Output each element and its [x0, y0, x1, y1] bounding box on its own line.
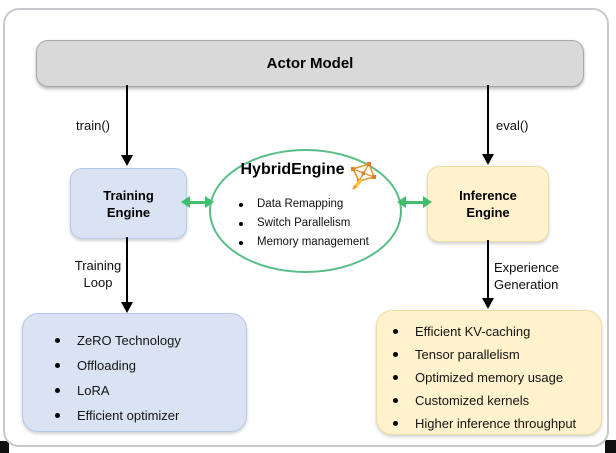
training-feature-list: ZeRO Technology Offloading LoRA Efficien…	[51, 328, 236, 428]
training-feature-item: LoRA	[51, 378, 236, 403]
actor-model-box: Actor Model	[36, 40, 584, 87]
train-arrow-head	[121, 155, 133, 166]
hybrid-engine-feature-list: Data Remapping Switch Parallelism Memory…	[211, 195, 400, 252]
eval-edge-label: eval()	[496, 118, 529, 133]
inference-feature-item: Higher inference throughput	[389, 412, 595, 435]
background-corner-bottom-right	[605, 440, 616, 453]
sync-arrow-right	[397, 196, 432, 208]
training-loop-label-line2: Loop	[83, 275, 113, 290]
training-feature-item: ZeRO Technology	[51, 328, 236, 353]
train-arrow-line	[126, 85, 128, 155]
inference-feature-item: Tensor parallelism	[389, 343, 595, 366]
training-engine-label-line2: Engine	[106, 204, 151, 220]
eval-arrow-line	[487, 85, 489, 154]
inference-feature-item: Customized kernels	[389, 389, 595, 412]
hybrid-engine-title-row: HybridEngine	[217, 161, 400, 191]
hybrid-engine-ellipse: HybridEngine Data	[209, 149, 402, 273]
training-features-box: ZeRO Technology Offloading LoRA Efficien…	[22, 313, 247, 432]
training-loop-arrow-head	[121, 302, 133, 313]
hybrid-feature-item: Memory management	[237, 233, 400, 252]
experience-label-line1: Experience	[494, 260, 560, 275]
training-loop-label-line1: Training	[74, 258, 122, 273]
hybrid-feature-item: Data Remapping	[237, 195, 400, 214]
inference-engine-box: Inference Engine	[427, 166, 549, 242]
background-corner-bottom-left	[0, 441, 9, 453]
inference-features-box: Efficient KV-caching Tensor parallelism …	[376, 310, 602, 435]
training-feature-item: Efficient optimizer	[51, 403, 236, 428]
training-loop-arrow-line	[126, 237, 128, 302]
inference-feature-item: Efficient KV-caching	[389, 320, 595, 343]
training-engine-label-line1: Training	[103, 187, 154, 203]
inference-feature-list: Efficient KV-caching Tensor parallelism …	[389, 320, 595, 435]
training-engine-box: Training Engine	[70, 168, 187, 239]
training-loop-label: Training Loop	[58, 257, 138, 291]
actor-model-label: Actor Model	[266, 55, 354, 72]
network-graph-edit-icon	[350, 162, 376, 190]
train-edge-label: train()	[76, 118, 110, 133]
inference-engine-label-line1: Inference	[459, 188, 517, 203]
experience-generation-label: Experience Generation	[494, 259, 559, 293]
diagram-frame: Actor Model train() eval() Training Engi…	[3, 8, 609, 447]
experience-label-line2: Generation	[494, 277, 559, 292]
experience-arrow-line	[487, 240, 489, 298]
inference-feature-item: Optimized memory usage	[389, 366, 595, 389]
inference-engine-label-line2: Engine	[466, 205, 510, 220]
hybrid-engine-title: HybridEngine	[240, 161, 345, 178]
sync-arrow-left	[181, 196, 214, 208]
training-feature-item: Offloading	[51, 353, 236, 378]
eval-arrow-head	[482, 154, 494, 165]
hybrid-feature-item: Switch Parallelism	[237, 214, 400, 233]
experience-arrow-head	[482, 298, 494, 309]
